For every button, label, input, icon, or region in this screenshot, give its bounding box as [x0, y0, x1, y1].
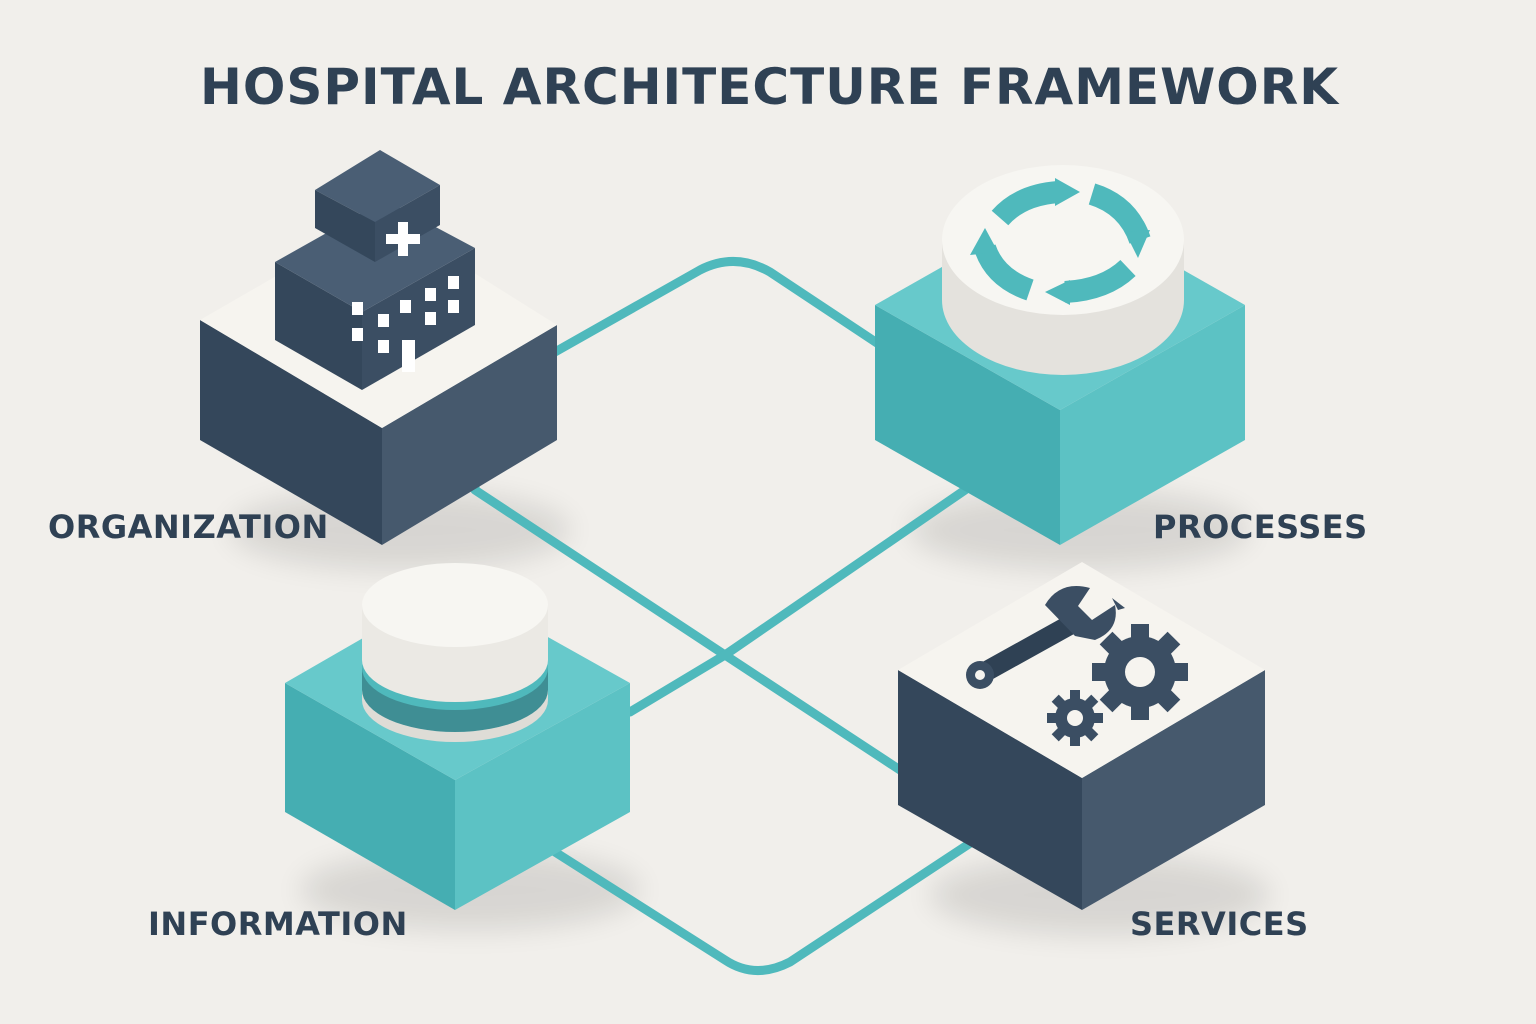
- connector-info-to-serv: [550, 821, 983, 975]
- services-block: [898, 562, 1265, 910]
- wrench-icon: [966, 586, 1125, 689]
- services-label: SERVICES: [1130, 905, 1309, 943]
- information-label: INFORMATION: [148, 905, 408, 943]
- gear-small-icon: [1047, 690, 1103, 746]
- processes-label: PROCESSES: [1153, 508, 1368, 546]
- connector-org-to-proc: [550, 257, 885, 357]
- wrench-gears-icon: [966, 586, 1188, 746]
- organization-label: ORGANIZATION: [48, 508, 329, 546]
- gear-large-icon: [1092, 624, 1188, 720]
- hospital-building-icon: [275, 150, 475, 390]
- processes-block: [875, 165, 1245, 545]
- page-title: HOSPITAL ARCHITECTURE FRAMEWORK: [200, 58, 1340, 116]
- information-block: [285, 563, 630, 910]
- cycle-arrows-icon: [942, 165, 1184, 375]
- database-icon: [362, 563, 548, 742]
- organization-block: [200, 150, 557, 545]
